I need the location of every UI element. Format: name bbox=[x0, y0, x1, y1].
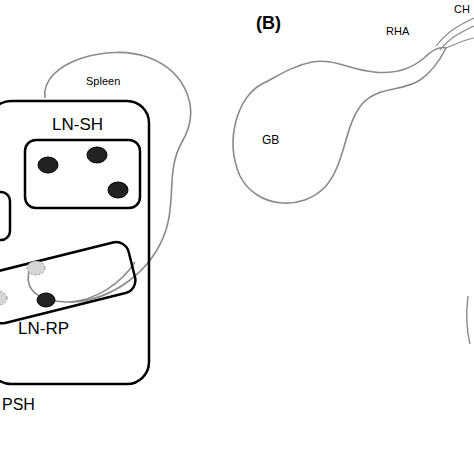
group-outline bbox=[25, 140, 140, 208]
lymph-node-group-box: LN-RP bbox=[0, 238, 140, 340]
organ-label: GB bbox=[262, 134, 279, 146]
region-outline bbox=[0, 101, 149, 384]
lymph-node-gray bbox=[27, 261, 45, 275]
lymph-node-dark bbox=[37, 293, 55, 307]
node-label: PSH bbox=[2, 397, 35, 413]
node-label: LN-RP bbox=[18, 320, 69, 337]
duct-line bbox=[467, 296, 470, 344]
vessel-line bbox=[446, 38, 474, 48]
lymph-node-dark bbox=[38, 157, 58, 173]
spleen-outline bbox=[28, 52, 190, 302]
vessel-line bbox=[436, 18, 474, 46]
node-label: LN-SH bbox=[52, 116, 103, 133]
lymph-node-gray bbox=[0, 291, 7, 305]
gallbladder-outline bbox=[233, 47, 446, 203]
lymph-node-group-box: LN-SH bbox=[25, 140, 140, 208]
vessel-line bbox=[440, 26, 474, 50]
vessel-label: CH bbox=[454, 4, 470, 15]
panel-label: (B) bbox=[256, 14, 281, 32]
vessel-line bbox=[70, 262, 135, 302]
lymph-node-dark bbox=[87, 147, 107, 163]
region-box: PSHLN-SHLN-RP bbox=[0, 100, 150, 385]
lymph-node-dark bbox=[108, 182, 128, 198]
organ-label: Spleen bbox=[86, 76, 120, 87]
node-outline bbox=[0, 100, 150, 385]
partial-node-box bbox=[0, 192, 10, 240]
node-outline bbox=[25, 140, 140, 208]
group-outline bbox=[0, 239, 138, 326]
vessel-label: RHA bbox=[386, 26, 409, 37]
